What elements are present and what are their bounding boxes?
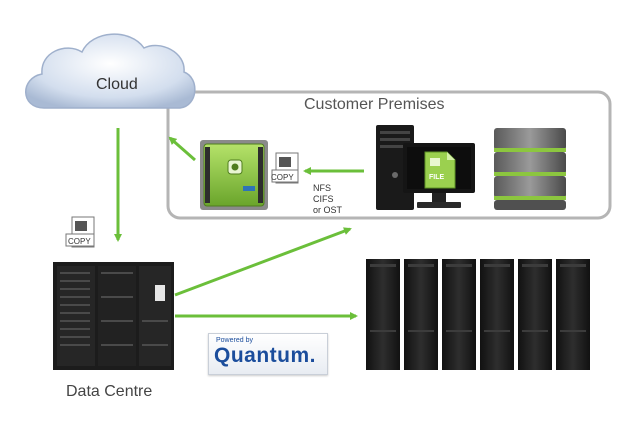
copy-label: COPY [68, 237, 91, 246]
file-label: FILE [429, 174, 445, 181]
customer-premises-label: Customer Premises [304, 96, 445, 113]
arrow-datacentre-to-premises [174, 227, 352, 297]
file-document-icon [424, 151, 456, 189]
appliance-icon [200, 140, 268, 210]
copy-document-icon [65, 216, 95, 248]
protocol-label: NFS CIFS or OST [313, 183, 343, 215]
copy-label: COPY [271, 173, 294, 182]
copy-document-icon [271, 152, 299, 184]
arrow-appliance-to-cloud [168, 136, 196, 162]
cloud-icon [25, 33, 196, 109]
storage-array-icon [366, 259, 590, 370]
quantum-logo-badge [208, 333, 328, 375]
rack-server-icon [53, 262, 174, 370]
customer-premises-boundary [166, 90, 612, 220]
database-stack-icon [494, 128, 566, 210]
protocol-list: NFS CIFS or OST [313, 183, 342, 216]
powered-by-label: Powered by [216, 337, 253, 344]
cloud-label: Cloud [96, 76, 138, 93]
data-centre-label: Data Centre [66, 383, 153, 400]
quantum-brand-text: Quantum. [214, 344, 316, 367]
